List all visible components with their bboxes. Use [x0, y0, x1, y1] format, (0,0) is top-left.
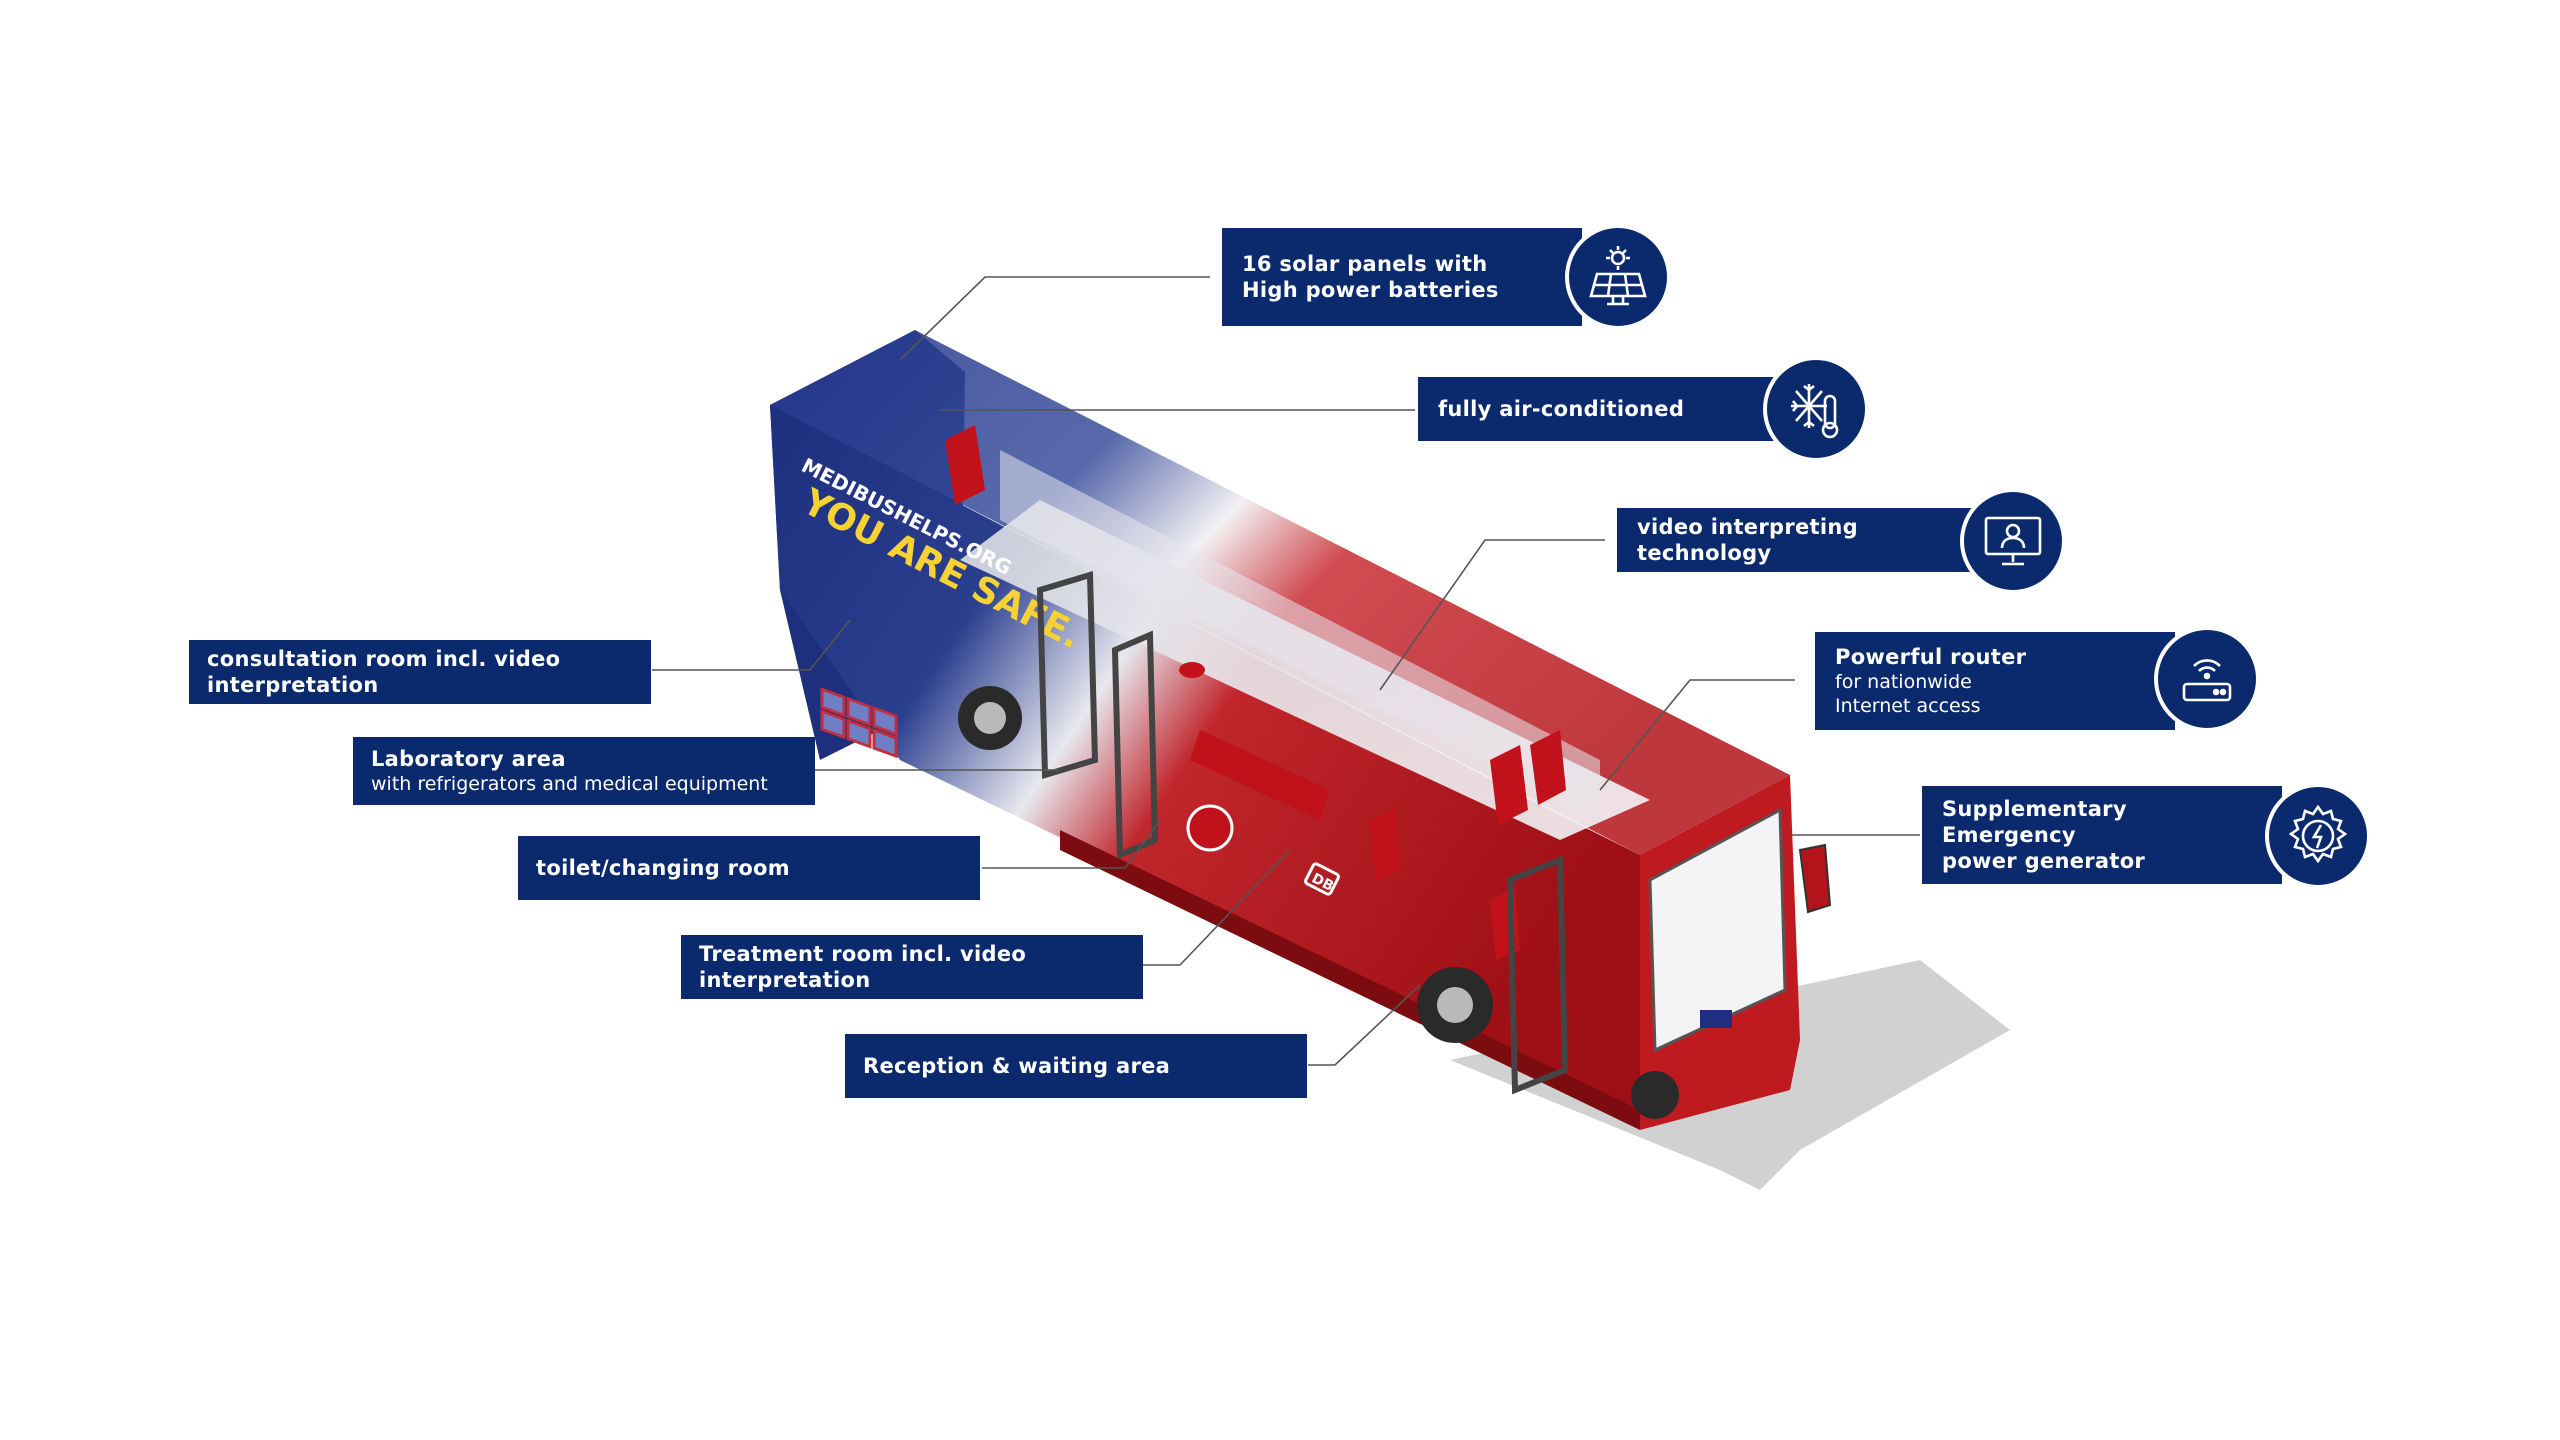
interior-seats: [945, 425, 1566, 960]
callout-title: Laboratory area: [371, 747, 566, 771]
callout-powerful-router: Powerful router for nationwide Internet …: [1815, 632, 2175, 730]
callout-line: High power batteries: [1242, 278, 1499, 302]
callout-emergency-generator: Supplementary Emergency power generator: [1922, 786, 2282, 884]
router-icon: [2154, 626, 2260, 732]
callout-title: consultation room incl. video interpreta…: [207, 647, 561, 697]
air-conditioning-icon: [1763, 356, 1869, 462]
solar-panel-array: [820, 687, 898, 759]
callout-video-interpreting: video interpreting technology: [1617, 508, 1977, 572]
bus-rear-door: [1036, 571, 1099, 779]
bus-roof: [770, 330, 1790, 855]
bus-front-plate: [1700, 1010, 1732, 1028]
callout-laboratory-area: Laboratory area with refrigerators and m…: [353, 737, 815, 805]
solar-panel-icon: [1565, 224, 1671, 330]
callout-treatment-room: Treatment room incl. video interpretatio…: [681, 935, 1143, 999]
callout-title: Reception & waiting area: [863, 1054, 1171, 1078]
callout-toilet-changing-room: toilet/changing room: [518, 836, 980, 900]
callout-line: Supplementary Emergency: [1942, 797, 2127, 847]
db-logo: [1304, 862, 1340, 896]
generator-gear-icon: [2265, 783, 2371, 889]
callout-line: 16 solar panels with: [1242, 252, 1488, 276]
callout-subline: Internet access: [1835, 695, 1981, 717]
callout-title: Treatment room incl. video interpretatio…: [699, 942, 1027, 992]
callout-line: fully air-conditioned: [1438, 397, 1685, 421]
callout-reception-waiting-area: Reception & waiting area: [845, 1034, 1307, 1098]
bus-wheels: [958, 686, 1679, 1119]
callout-air-conditioned: fully air-conditioned: [1418, 377, 1778, 441]
callout-line: power generator: [1942, 849, 2146, 873]
bus-front-door: [1506, 855, 1569, 1095]
callout-subline: for nationwide: [1835, 671, 1972, 693]
callout-subtitle: with refrigerators and medical equipment: [371, 773, 768, 795]
family-logo: [1186, 804, 1234, 852]
video-monitor-icon: [1960, 488, 2066, 594]
callout-consultation-room: consultation room incl. video interpreta…: [189, 640, 651, 704]
callout-line: Powerful router: [1835, 645, 2027, 669]
callout-title: toilet/changing room: [536, 856, 790, 880]
leader-lines: [652, 276, 1920, 1066]
callout-solar-panels: 16 solar panels with High power batterie…: [1222, 228, 1582, 326]
bus-interior-wall: [1000, 450, 1600, 820]
bus-lower-skirt: [1060, 830, 1640, 1130]
bus-windshield: [1648, 807, 1787, 1053]
callout-line: video interpreting technology: [1637, 515, 1858, 565]
bus-mirror: [1798, 843, 1832, 914]
bus-middle-door: [1111, 630, 1159, 860]
